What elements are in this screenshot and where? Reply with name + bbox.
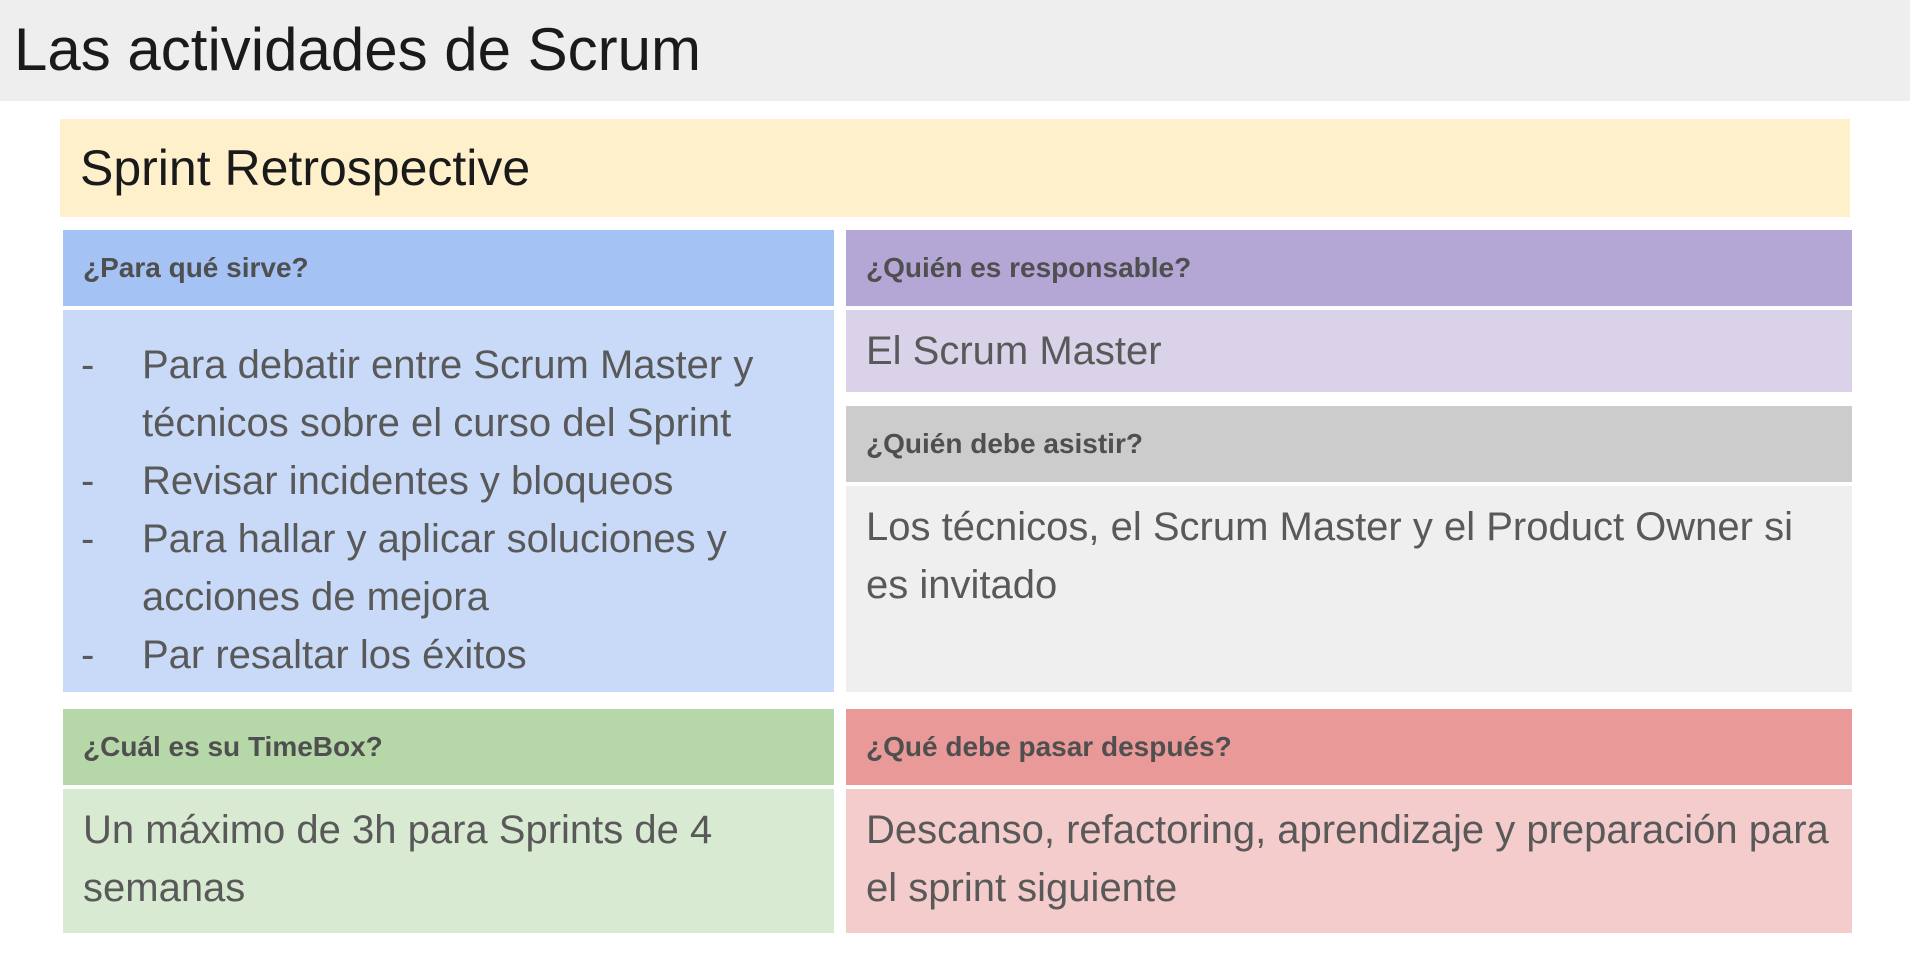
section-title: Sprint Retrospective (60, 119, 1850, 217)
bullet-dash: - (81, 517, 95, 561)
next-header: ¿Qué debe pasar después? (846, 709, 1852, 785)
attendees-header: ¿Quién debe asistir? (846, 406, 1852, 482)
list-item: - Para debatir entre Scrum Master y técni… (63, 336, 814, 452)
title-bar: Las actividades de Scrum (0, 0, 1910, 101)
list-item: - Revisar incidentes y bloqueos (63, 452, 814, 510)
responsible-body: El Scrum Master (846, 310, 1852, 392)
list-item: - Para hallar y aplicar soluciones y acci… (63, 510, 814, 626)
list-item: - Par resaltar los éxitos (63, 626, 814, 684)
attendees-body: Los técnicos, el Scrum Master y el Produ… (846, 486, 1852, 692)
responsible-header: ¿Quién es responsable? (846, 230, 1852, 306)
timebox-header: ¿Cuál es su TimeBox? (63, 709, 834, 785)
list-item-text: Revisar incidentes y bloqueos (142, 459, 674, 503)
next-body: Descanso, refactoring, aprendizaje y pre… (846, 789, 1852, 933)
bullet-dash: - (81, 459, 95, 503)
purpose-body: - Para debatir entre Scrum Master y técni… (63, 310, 834, 692)
page-title: Las actividades de Scrum (14, 16, 702, 83)
list-item-text: Para debatir entre Scrum Master y técnic… (142, 343, 754, 445)
timebox-body: Un máximo de 3h para Sprints de 4 semana… (63, 789, 834, 933)
bullet-dash: - (81, 343, 95, 387)
purpose-header: ¿Para qué sirve? (63, 230, 834, 306)
bullet-dash: - (81, 633, 95, 677)
list-item-text: Para hallar y aplicar soluciones y accio… (142, 517, 727, 619)
list-item-text: Par resaltar los éxitos (142, 633, 527, 677)
purpose-list: - Para debatir entre Scrum Master y técni… (63, 336, 814, 684)
